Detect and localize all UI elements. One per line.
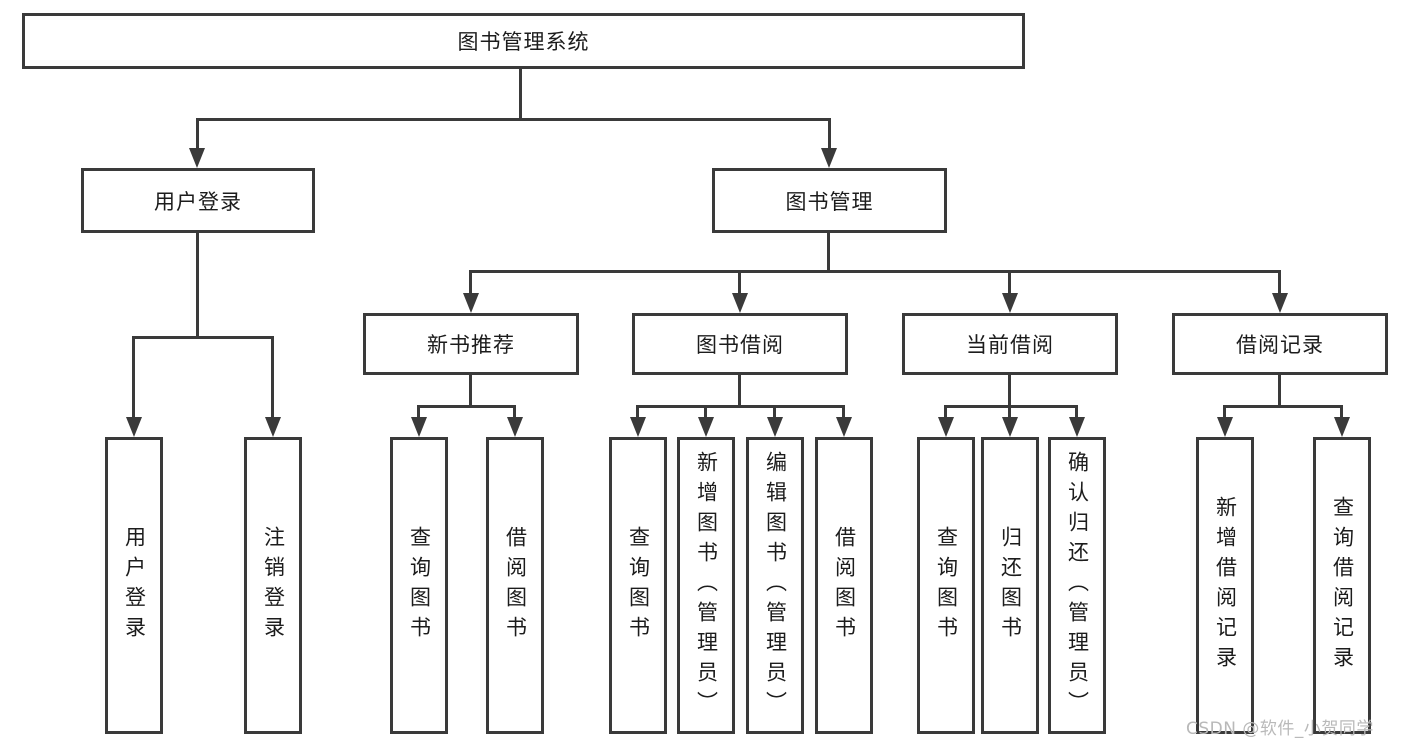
connector-line <box>417 405 420 421</box>
connector-line <box>1223 405 1343 408</box>
connector-line <box>513 405 516 421</box>
connector-line <box>704 405 707 421</box>
arrow-down-icon <box>411 417 427 437</box>
arrow-down-icon <box>1272 293 1288 313</box>
node-root: 图书管理系统 <box>22 13 1025 69</box>
node-leaf-add-book-admin-label: 新增图书（管理员） <box>694 450 719 721</box>
arrow-down-icon <box>732 293 748 313</box>
node-leaf-confirm-return-admin-label: 确认归还（管理员） <box>1065 450 1090 721</box>
node-leaf-add-borrow-record-label: 新增借阅记录 <box>1213 495 1238 676</box>
node-new-book-recommend-label: 新书推荐 <box>427 333 515 357</box>
arrow-down-icon <box>630 417 646 437</box>
arrow-down-icon <box>1002 293 1018 313</box>
arrow-down-icon <box>938 417 954 437</box>
node-leaf-user-login-label: 用户登录 <box>122 525 147 646</box>
connector-line <box>738 270 741 296</box>
connector-line <box>738 375 741 408</box>
node-user-login-branch: 用户登录 <box>81 168 315 233</box>
watermark: CSDN @软件_小贺同学 <box>1186 719 1374 739</box>
connector-line <box>196 233 199 339</box>
connector-line <box>417 405 516 408</box>
node-leaf-query-books-borrow: 查询图书 <box>609 437 667 734</box>
arrow-down-icon <box>126 417 142 437</box>
node-leaf-query-books-recommend: 查询图书 <box>390 437 448 734</box>
node-current-borrow-label: 当前借阅 <box>966 333 1054 357</box>
connector-line <box>1278 270 1281 296</box>
arrow-down-icon <box>189 148 205 168</box>
node-leaf-borrow-books-recommend: 借阅图书 <box>486 437 544 734</box>
connector-line <box>842 405 845 421</box>
node-current-borrow: 当前借阅 <box>902 313 1118 375</box>
node-root-label: 图书管理系统 <box>457 30 590 54</box>
arrow-down-icon <box>821 148 837 168</box>
node-leaf-add-book-admin: 新增图书（管理员） <box>677 437 735 734</box>
connector-line <box>469 270 1281 273</box>
node-leaf-query-books-borrow-label: 查询图书 <box>626 525 651 646</box>
node-leaf-edit-book-admin-label: 编辑图书（管理员） <box>763 450 788 721</box>
connector-line <box>519 68 522 119</box>
connector-line <box>636 405 845 408</box>
node-leaf-query-books-current: 查询图书 <box>917 437 975 734</box>
arrow-down-icon <box>698 417 714 437</box>
node-leaf-borrow-books: 借阅图书 <box>815 437 873 734</box>
connector-line <box>944 405 947 421</box>
arrow-down-icon <box>1334 417 1350 437</box>
arrow-down-icon <box>1069 417 1085 437</box>
connector-line <box>132 336 135 421</box>
node-new-book-recommend: 新书推荐 <box>363 313 579 375</box>
connector-line <box>1075 405 1078 421</box>
node-leaf-logout: 注销登录 <box>244 437 302 734</box>
node-leaf-query-books-current-label: 查询图书 <box>934 525 959 646</box>
arrow-down-icon <box>767 417 783 437</box>
arrow-down-icon <box>463 293 479 313</box>
connector-line <box>271 336 274 421</box>
connector-line <box>827 233 830 273</box>
node-leaf-user-login: 用户登录 <box>105 437 163 734</box>
node-leaf-return-book: 归还图书 <box>981 437 1039 734</box>
connector-line <box>196 118 830 121</box>
node-book-management-branch: 图书管理 <box>712 168 947 233</box>
connector-line <box>1223 405 1226 421</box>
connector-line <box>944 405 1078 408</box>
node-leaf-return-book-label: 归还图书 <box>998 525 1023 646</box>
node-leaf-query-books-recommend-label: 查询图书 <box>407 525 432 646</box>
node-book-borrow-label: 图书借阅 <box>696 333 784 357</box>
node-leaf-query-borrow-record-label: 查询借阅记录 <box>1330 495 1355 676</box>
arrow-down-icon <box>836 417 852 437</box>
node-borrow-records: 借阅记录 <box>1172 313 1388 375</box>
node-leaf-logout-label: 注销登录 <box>261 525 286 646</box>
node-leaf-add-borrow-record: 新增借阅记录 <box>1196 437 1254 734</box>
connector-line <box>773 405 776 421</box>
connector-line <box>1278 375 1281 408</box>
connector-line <box>196 118 199 152</box>
arrow-down-icon <box>507 417 523 437</box>
node-leaf-query-borrow-record: 查询借阅记录 <box>1313 437 1371 734</box>
connector-line <box>1008 375 1011 408</box>
node-leaf-borrow-books-recommend-label: 借阅图书 <box>503 525 528 646</box>
node-book-borrow: 图书借阅 <box>632 313 848 375</box>
node-borrow-records-label: 借阅记录 <box>1236 333 1324 357</box>
node-user-login-branch-label: 用户登录 <box>154 189 242 214</box>
node-leaf-confirm-return-admin: 确认归还（管理员） <box>1048 437 1106 734</box>
connector-line <box>469 375 472 408</box>
connector-line <box>828 118 831 152</box>
connector-line <box>1008 405 1011 421</box>
connector-line <box>636 405 639 421</box>
arrow-down-icon <box>265 417 281 437</box>
node-leaf-borrow-books-label: 借阅图书 <box>832 525 857 646</box>
node-leaf-edit-book-admin: 编辑图书（管理员） <box>746 437 804 734</box>
connector-line <box>1340 405 1343 421</box>
arrow-down-icon <box>1217 417 1233 437</box>
connector-line <box>1008 270 1011 296</box>
node-book-management-branch-label: 图书管理 <box>785 189 874 214</box>
connector-line <box>469 270 472 296</box>
arrow-down-icon <box>1002 417 1018 437</box>
connector-line <box>132 336 274 339</box>
